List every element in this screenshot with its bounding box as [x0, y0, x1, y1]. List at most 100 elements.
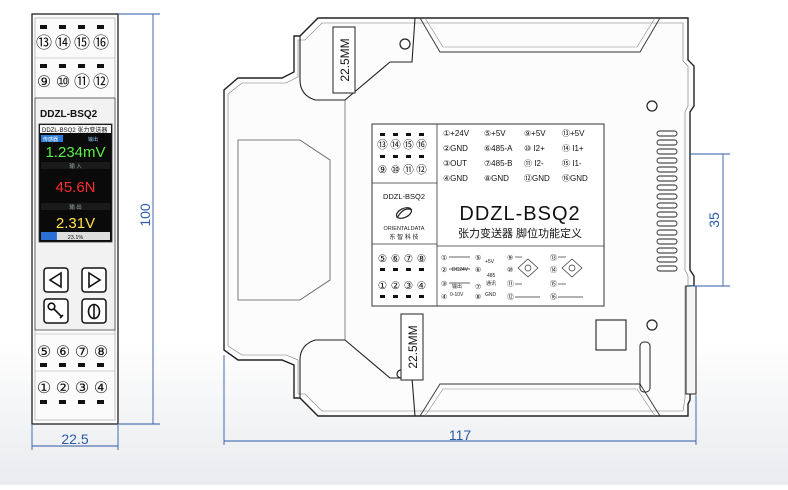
left-arrow-icon [48, 271, 62, 289]
pin-cell: ①+24V [443, 129, 470, 138]
pin-cell: ⑪ I2- [524, 159, 544, 168]
label-output: 输 出 [69, 203, 82, 211]
wiring-text: GND [485, 292, 497, 298]
wiring-diagram: ① ⑤ +5V ⑨ ⑬ ② DC24V ⑥ 485 ⑩ ⑭ ③ 通讯 ⑦ ⑪ ⑮… [441, 254, 583, 301]
right-button[interactable] [81, 267, 107, 293]
settings-button[interactable] [43, 298, 69, 324]
pin-cell: ⑩ I2+ [524, 144, 545, 153]
wiring-text: ⑨ [507, 254, 513, 262]
mini-model-label: DDZL-BSQ2 [383, 192, 425, 201]
wiring-text: ⑭ [550, 266, 557, 274]
mini-terminal: ⑤ [378, 253, 388, 265]
wiring-text: ⑫ [507, 293, 514, 301]
pin-cell: ⑫GND [524, 174, 550, 183]
pin-table: ①+24V ⑤+5V ⑨+5V ⑬+5V ②GND ⑥485-A ⑩ I2+ ⑭… [443, 129, 588, 183]
mount-hole [646, 100, 658, 112]
wiring-text: ③ [441, 280, 447, 288]
terminal-label: ⑫ [93, 73, 109, 91]
front-model-label: DDZL-BSQ2 [40, 109, 98, 120]
pin-cell: ③OUT [443, 159, 467, 168]
mini-terminal: ⑬ [377, 139, 388, 151]
sensor-bridge-icon [517, 258, 539, 278]
front-view: ⑬ ⑭ ⑮ ⑯ ⑨ ⑩ ⑪ ⑫ DDZL-BSQ2 DDZL-BS [31, 13, 119, 425]
mount-hole [646, 319, 658, 331]
wiring-text: ⑬ [550, 254, 557, 262]
terminal-label: ④ [94, 380, 108, 397]
wrench-icon [47, 302, 64, 319]
pin-cell: ⑯GND [562, 174, 588, 183]
vent-slots [656, 130, 678, 272]
wiring-text: 通讯 [486, 280, 496, 287]
terminal-label: ⑬ [36, 34, 52, 52]
mini-terminal: ⑧ [417, 253, 427, 265]
mini-terminal: ① [378, 280, 388, 292]
mini-terminal: ⑭ [390, 139, 401, 151]
tag-top-label: 22.5MM [338, 38, 352, 81]
reading-voltage: 2.31V [56, 215, 95, 232]
wiring-text: ⑪ [507, 280, 514, 288]
dimension-height [118, 13, 160, 425]
wiring-text: 0-10V [450, 292, 464, 298]
pin-cell: ④GND [443, 174, 468, 183]
wiring-text: +5V [485, 259, 495, 265]
dimension-rail [690, 153, 730, 287]
terminal-label: ② [56, 380, 70, 397]
screen-sub-left: 传感器 [43, 136, 58, 143]
terminal-label: ① [37, 380, 51, 397]
mini-terminal: ⑪ [403, 164, 414, 176]
pin-cell: ⑨+5V [524, 129, 546, 138]
dimension-side-width [223, 355, 697, 445]
dim-side-width-label: 117 [449, 427, 472, 443]
left-button[interactable] [43, 267, 69, 293]
mini-terminal: ⑥ [391, 253, 401, 265]
terminal-label: ⑪ [74, 73, 90, 91]
lcd-screen: DDZL-BSQ2 张力变送器 传感器 输出 1.234mV 输 入 45.6N… [38, 123, 113, 243]
mini-terminal: ⑨ [378, 164, 388, 176]
wiring-text: ⑦ [475, 283, 481, 291]
wiring-text: ④ [441, 293, 447, 301]
pin-cell: ⑥485-A [484, 144, 513, 153]
wiring-text: ⑮ [550, 280, 557, 288]
front-bottom-terminals: ⑤ ⑥ ⑦ ⑧ ① ② ③ ④ [35, 333, 115, 404]
label-subtitle: 张力变送器 脚位功能定义 [458, 226, 582, 240]
mini-terminal: ④ [417, 280, 427, 292]
brand-en: ORIENTALDATA [384, 226, 425, 232]
mini-terminal: ⑫ [416, 164, 427, 176]
tag-bottom-label: 22.5MM [406, 325, 420, 368]
wiring-text: 输出 [452, 283, 462, 290]
terminal-label: ⑤ [37, 344, 51, 361]
dim-front-width-label: 22.5 [61, 431, 88, 447]
brand-logo [395, 207, 413, 219]
mini-terminal: ⑯ [416, 139, 427, 151]
brand-cn: 东 智 科 技 [389, 233, 418, 241]
terminal-label: ③ [75, 380, 89, 397]
wiring-text: ⑤ [475, 254, 481, 262]
terminal-label: ⑩ [56, 74, 70, 91]
side-label: ⑬ ⑭ ⑮ ⑯ ⑨ ⑩ ⑪ ⑫ DDZL-BSQ2 ORIENTALDATA 东… [371, 123, 605, 307]
power-button[interactable] [81, 298, 107, 324]
reading-force: 45.6N [55, 179, 95, 196]
bar-percent: 23.1% [68, 235, 84, 241]
pin-cell: ②GND [443, 144, 468, 153]
wiring-text: ⑯ [550, 293, 557, 301]
terminal-label: ⑨ [37, 74, 51, 91]
front-top-terminals: ⑬ ⑭ ⑮ ⑯ ⑨ ⑩ ⑪ ⑫ [35, 25, 115, 91]
pin-cell: ⑮ I1- [562, 159, 582, 168]
dimension-front-width [31, 425, 119, 450]
terminal-label: ⑭ [55, 34, 71, 52]
label-title: DDZL-BSQ2 [459, 203, 580, 225]
pin-cell: ⑧GND [484, 174, 509, 183]
mini-terminal: ③ [404, 280, 414, 292]
label-input: 输 入 [69, 162, 82, 170]
wiring-text: ① [441, 254, 447, 262]
terminal-label: ⑧ [94, 344, 108, 361]
output-bar-fill [41, 232, 57, 240]
mini-terminal: ⑩ [391, 164, 401, 176]
terminal-label: ⑮ [74, 34, 90, 52]
terminal-label: ⑥ [56, 344, 70, 361]
screen-sub-right: 输出 [88, 136, 98, 143]
reading-mv: 1.234mV [45, 144, 105, 161]
sensor-bridge-icon [561, 258, 583, 278]
terminal-label: ⑦ [75, 344, 89, 361]
